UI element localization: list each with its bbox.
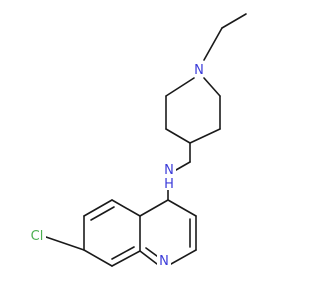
piperidine-bond	[165, 128, 191, 144]
quinoline-double-bond	[111, 246, 135, 260]
ethyl-bond	[203, 27, 223, 61]
quinoline-bond	[111, 250, 141, 267]
ethyl-bond	[221, 13, 247, 29]
quinoline-bond	[139, 250, 158, 265]
label-bg	[28, 227, 46, 243]
quinoline-double-bond	[90, 206, 115, 221]
quinoline-bond	[83, 249, 113, 267]
quinoline-bond	[139, 199, 169, 217]
amine-nitrogen-label: N	[164, 163, 174, 178]
linker-bond	[175, 161, 191, 171]
piperidine-nitrogen-label: N	[194, 63, 204, 78]
chlorine-label: Cl	[31, 229, 44, 244]
quinoline-bond	[167, 199, 197, 217]
piperidine-bond	[189, 128, 221, 144]
quinoline-bond	[83, 199, 113, 217]
label-bg	[192, 61, 206, 77]
quinoline-nitrogen-label: N	[159, 254, 169, 269]
label-bg	[162, 163, 176, 190]
structure-canvas: N N H N Cl	[28, 13, 247, 269]
amine-hydrogen-label: H	[164, 177, 174, 192]
quinoline-bond	[111, 199, 141, 217]
label-bg	[157, 252, 171, 268]
bond-layer	[45, 13, 247, 267]
chlorine-bond	[45, 236, 85, 251]
atom-label-layer: N N H N Cl	[28, 61, 206, 269]
piperidine-bond	[203, 77, 221, 97]
quinoline-bond	[170, 249, 197, 265]
piperidine-bond	[165, 77, 195, 97]
